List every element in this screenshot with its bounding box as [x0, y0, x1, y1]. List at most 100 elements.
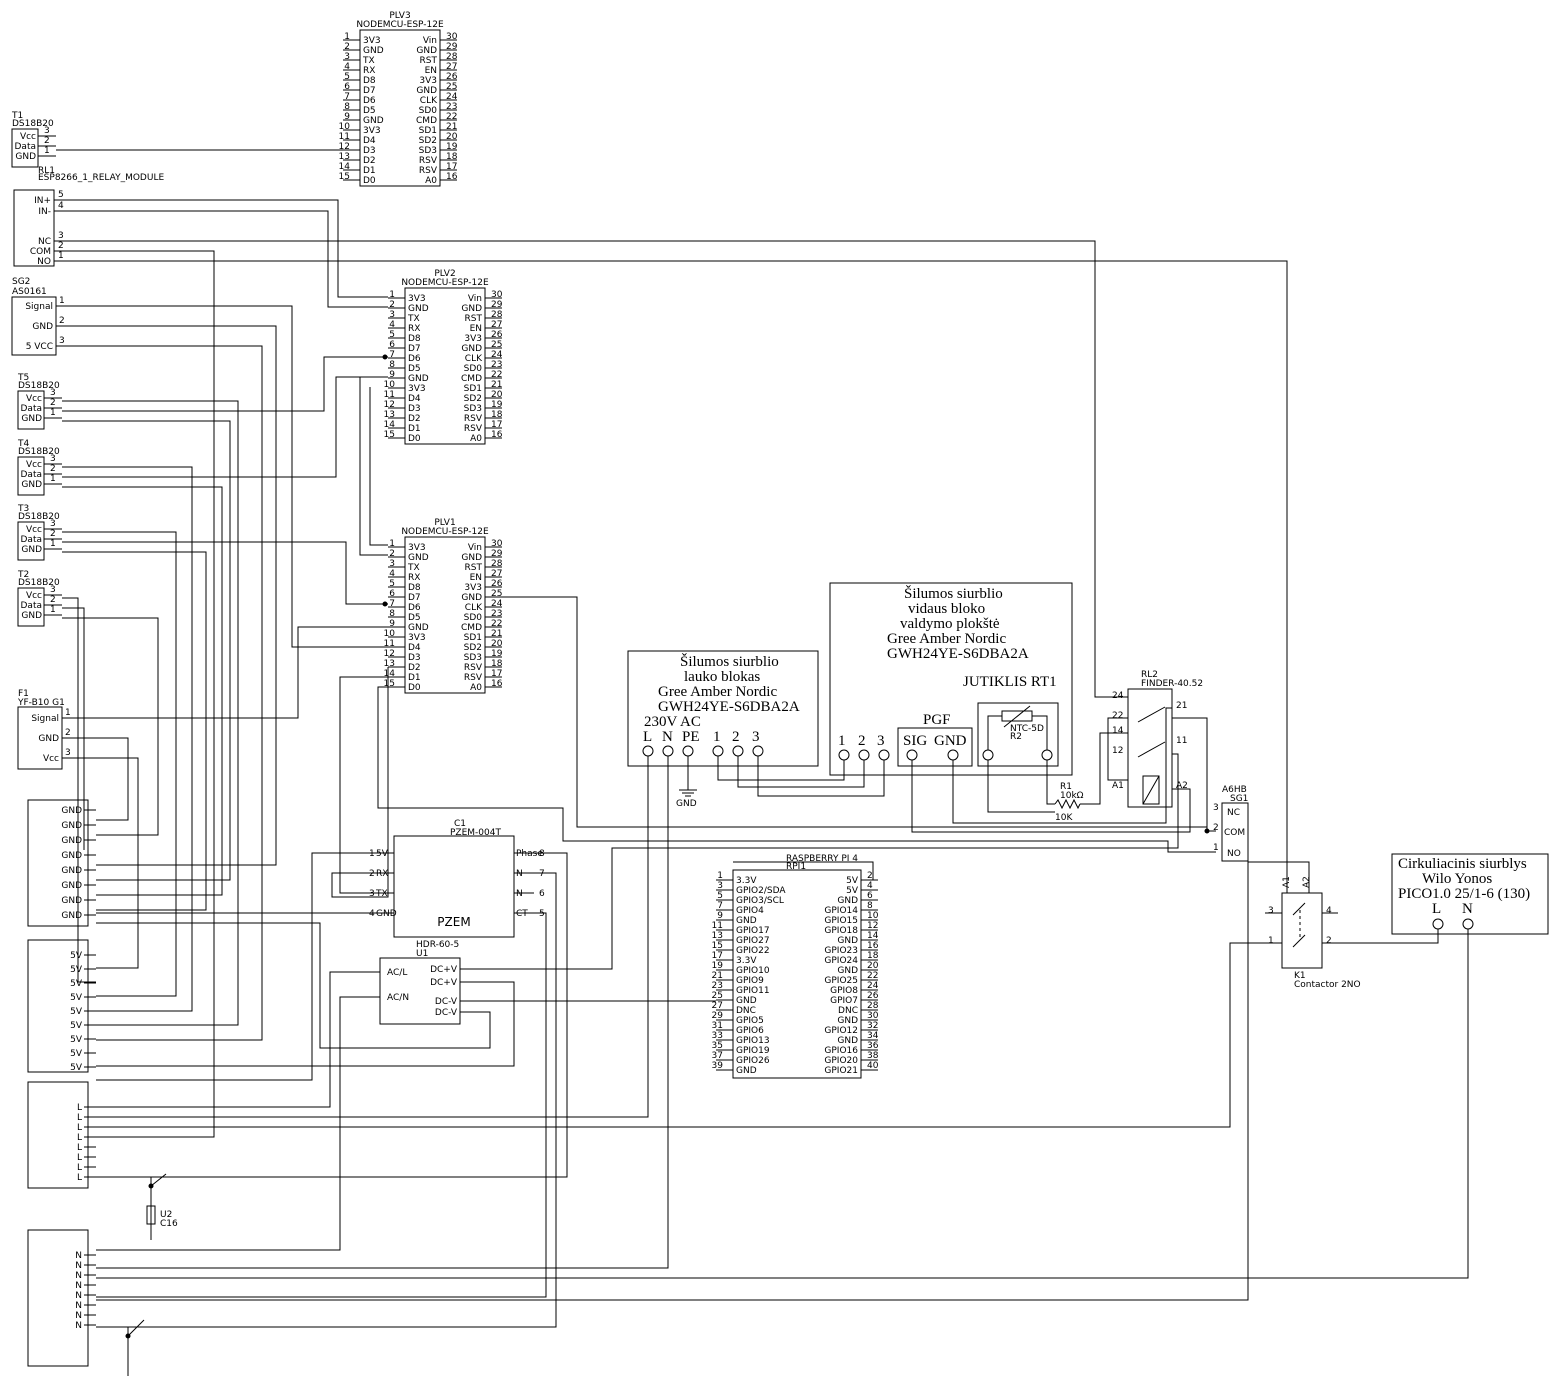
rpi-pin-num: 5 [717, 891, 723, 901]
plv3-pin-num: 25 [446, 82, 457, 92]
plv3-pin-name: A0 [425, 176, 437, 186]
rpi-pin-name: GND [837, 936, 858, 946]
c1-pin-num: 3 [369, 889, 375, 899]
plv1-pin-num: 2 [389, 549, 395, 559]
plv2-pin-num: 19 [491, 400, 503, 410]
rpi-pin-name: GPIO16 [824, 1046, 858, 1056]
rpi-pin-name: DNC [736, 1006, 756, 1016]
plv1-pin-num: 5 [389, 579, 395, 589]
c1-pin-name: N [516, 889, 523, 899]
plv3-pin-num: 18 [446, 152, 458, 162]
indoor-terminal [838, 749, 850, 761]
5v-bus-label: 5V [70, 979, 83, 989]
plv3-pin-name: GND [416, 86, 437, 96]
c1-pin-name: GND [376, 909, 397, 919]
plv1-pin-name: 3V3 [464, 583, 482, 593]
k1-pin-A1: A1 [1282, 876, 1292, 888]
resistor-icon [1054, 798, 1081, 810]
sensor-box [17, 587, 45, 627]
rpi-pin-num: 3 [717, 881, 723, 891]
jutiklis-label: JUTIKLIS RT1 [963, 674, 1057, 690]
wire [80, 626, 388, 719]
outdoor-term-1: 1 [713, 729, 721, 745]
plv1-pin-num: 8 [389, 609, 395, 619]
wire [369, 387, 388, 546]
wire [1046, 760, 1055, 805]
c1-pin-num: 6 [539, 889, 545, 899]
n-bus-box [27, 1229, 89, 1367]
plv1-pin-num: 4 [389, 569, 395, 579]
outdoor-line-4: GWH24YE-S6DBA2A [658, 699, 800, 715]
plv1-pin-name: D0 [408, 683, 421, 693]
rpi-pin-name: GPIO6 [736, 1026, 764, 1036]
rl2-pin-21: 21 [1176, 701, 1187, 711]
plv3-pin-name: RX [363, 66, 375, 76]
plv1-pin-name: SD2 [464, 643, 482, 653]
c1-pin-num: 2 [369, 869, 375, 879]
5v-bus-label: 5V [70, 1021, 83, 1031]
plv2-pin-num: 13 [384, 410, 395, 420]
pump-box [1391, 853, 1549, 935]
outdoor-line-1: Šilumos siurblio [680, 653, 779, 670]
wire [80, 737, 129, 821]
rpi-pin-name: GPIO2/SDA [736, 886, 786, 896]
plv1-pin-name: SD0 [464, 613, 483, 623]
sensor-pin-name: Vcc [26, 525, 42, 535]
wire [62, 617, 159, 836]
rl1-pin-name: IN+ [34, 196, 51, 206]
rl2-pin-A2: A2 [1176, 781, 1188, 791]
l-bus-label: L [77, 1163, 82, 1173]
wire [96, 1176, 152, 1200]
plv2-pin-num: 23 [491, 360, 502, 370]
gnd-bus-label: GND [61, 806, 82, 816]
wire [62, 486, 223, 896]
plv2-pin-name: 3V3 [408, 294, 426, 304]
sensor-box [17, 456, 45, 496]
sensor-pin-num: 1 [50, 474, 56, 484]
sensor-ref: T4 [17, 439, 29, 449]
plv2-pin-num: 8 [389, 360, 395, 370]
indoor-terminal [878, 749, 890, 761]
rpi-pin-num: 27 [712, 1001, 723, 1011]
u1-pin-name: DC+V [430, 978, 458, 988]
plv2-pin-num: 22 [491, 370, 502, 380]
c1-ref: C1 [454, 819, 466, 829]
plv2-pin-name: RSV [464, 414, 483, 424]
rl2-ref: RL2 [1141, 670, 1158, 680]
plv1-pin-num: 28 [491, 559, 503, 569]
plv2-pin-name: RSV [464, 424, 483, 434]
wire [757, 756, 885, 797]
rl1-pin-name: NC [38, 237, 51, 247]
plv3-pin-name: D5 [363, 106, 376, 116]
c1-pin-num: 5 [539, 909, 545, 919]
gnd-bus-label: GND [61, 881, 82, 891]
pgf-gnd: GND [934, 733, 967, 749]
plv3-pin-name: D3 [363, 146, 376, 156]
n-bus-label: N [75, 1261, 82, 1271]
rpi-pin-num: 21 [712, 971, 723, 981]
rpi-pin-name: GPIO21 [824, 1066, 858, 1076]
plv2-pin-num: 14 [384, 420, 396, 430]
wire [62, 607, 85, 850]
plv2-pin-name: GND [408, 304, 429, 314]
plv2-pin-name: GND [461, 304, 482, 314]
plv1-pin-name: GND [408, 623, 429, 633]
sensor-pin-name: GND [21, 480, 42, 490]
sensor-pin-name: Vcc [20, 132, 36, 142]
rl2-pin-11: 11 [1176, 736, 1187, 746]
f1-pin-num: 3 [65, 748, 71, 758]
sg2-pin-name: GND [32, 322, 53, 332]
wire [96, 852, 374, 1081]
c1-pin-num: 7 [539, 869, 545, 879]
plv2-pin-num: 15 [384, 430, 395, 440]
rpi-pin-num: 6 [867, 891, 873, 901]
l-bus-label: L [77, 1103, 82, 1113]
plv1-pin-name: RSV [464, 673, 483, 683]
rpi-pin-name: GPIO7 [830, 996, 858, 1006]
wire [96, 981, 515, 1067]
sg1-pin-num: 1 [1213, 843, 1219, 853]
plv1-pin-num: 20 [491, 639, 503, 649]
wire [96, 971, 360, 1108]
u1-pin-name: AC/L [387, 968, 407, 978]
rpi-pin-num: 14 [867, 931, 879, 941]
